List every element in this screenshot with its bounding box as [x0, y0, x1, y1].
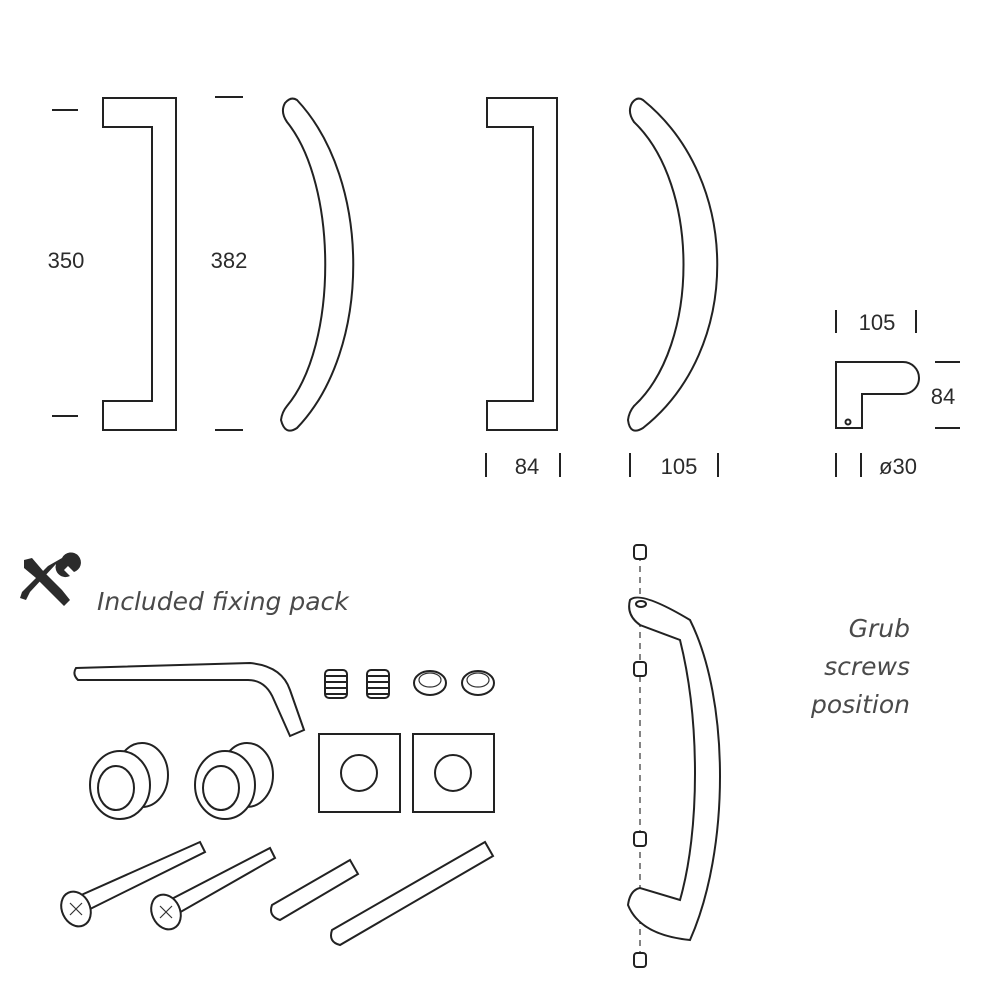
dimension-label: 382 [211, 248, 248, 273]
fixing-pack-label: Included fixing pack [97, 587, 350, 616]
height-dimension-350: 350 [48, 109, 85, 417]
svg-text:Grub: Grub [849, 614, 910, 643]
grub-screw-position-view [626, 544, 721, 968]
svg-text:screws: screws [824, 652, 910, 681]
straight-handle-front [102, 97, 177, 431]
handle-profile: 105 84 ø30 [835, 310, 960, 479]
dimension-label: 105 [859, 310, 896, 335]
wood-screws [60, 840, 277, 931]
grub-screws [324, 669, 390, 699]
dimension-label: ø30 [879, 454, 917, 479]
grub-screws-caption: Grub screws position [810, 614, 910, 719]
threaded-rods [270, 840, 495, 947]
allen-key [73, 661, 306, 738]
straight-handle-side: 84 [485, 97, 561, 479]
curved-handle-side: 105 [626, 97, 719, 479]
tools-icon [20, 552, 81, 606]
fixing-bushes [89, 742, 274, 820]
dimension-label: 350 [48, 248, 85, 273]
svg-text:position: position [810, 690, 910, 719]
dimension-label: 84 [931, 384, 955, 409]
curved-handle-front: 382 [211, 96, 355, 432]
end-caps [413, 670, 495, 696]
dimension-label: 84 [515, 454, 539, 479]
dimension-label: 105 [661, 454, 698, 479]
square-rosettes [318, 733, 495, 813]
